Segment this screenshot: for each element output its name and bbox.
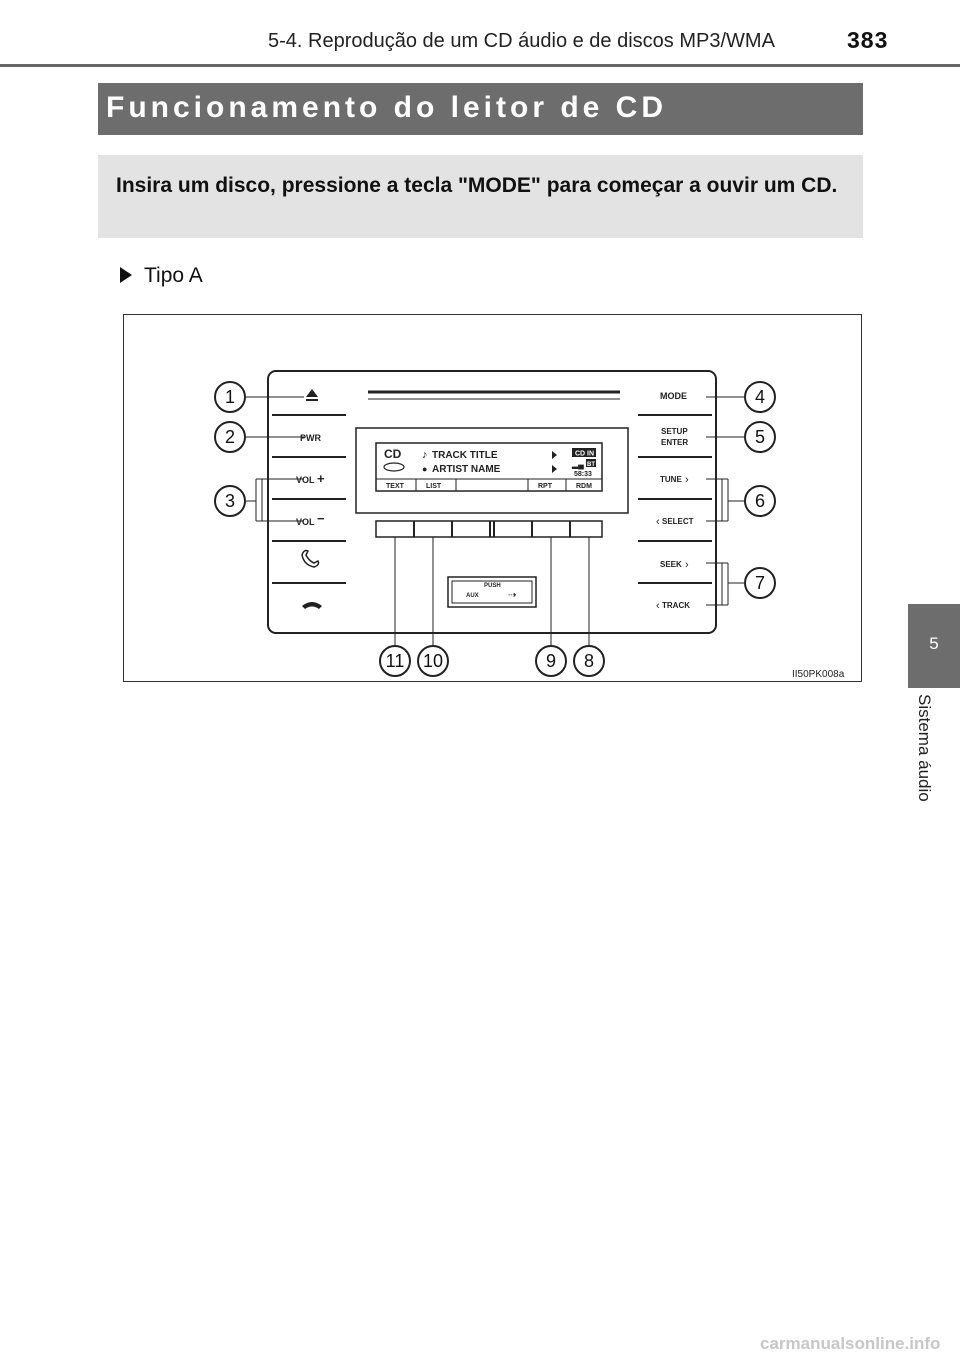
- footer-watermark: carmanualsonline.info: [760, 1334, 941, 1353]
- intro-box: Insira um disco, pressione a tecla "MODE…: [98, 155, 863, 238]
- setup-button-label: SETUP: [661, 427, 688, 436]
- callout-9: 9: [546, 651, 556, 671]
- page-number: 383: [847, 27, 889, 53]
- minus-icon: −: [317, 511, 325, 526]
- intro-text: Insira um disco, pressione a tecla "MODE…: [116, 174, 838, 197]
- section-heading-bar: Funcionamento do leitor de CD: [98, 83, 863, 135]
- phone-icon: [301, 549, 320, 568]
- callout-2: 2: [225, 427, 235, 447]
- chapter-tab: 5: [908, 604, 960, 688]
- seek-button-label: SEEK: [660, 560, 682, 569]
- audio-unit-illustration: PWR VOL + VOL − MODE SETUP ENTER TUNE › …: [214, 370, 845, 680]
- usb-aux-box: [447, 576, 537, 608]
- select-button-label: SELECT: [662, 517, 694, 526]
- subheading-text: Tipo A: [144, 264, 203, 287]
- mode-button-label: MODE: [660, 391, 687, 401]
- hang-up-icon: [302, 602, 322, 609]
- softkey-text: TEXT: [386, 483, 405, 490]
- enter-button-label: ENTER: [661, 438, 688, 447]
- tune-button-label: TUNE: [660, 475, 682, 484]
- arrow-right-icon: [552, 465, 557, 473]
- clock-display: 58:33: [574, 471, 592, 478]
- chevron-left-icon: ‹: [656, 516, 660, 528]
- track-button-label: TRACK: [662, 601, 690, 610]
- header-divider: [0, 64, 960, 67]
- figure-code: II50PK008a: [792, 669, 845, 680]
- running-header-title: 5-4. Reprodução de um CD áudio e de disc…: [268, 30, 775, 52]
- callout-7: 7: [755, 573, 765, 593]
- audio-unit-figure: PWR VOL + VOL − MODE SETUP ENTER TUNE › …: [123, 314, 862, 682]
- section-heading: Funcionamento do leitor de CD: [106, 91, 668, 124]
- chevron-right-icon: ›: [685, 474, 689, 486]
- callout-8: 8: [584, 651, 594, 671]
- music-note-icon: ♪: [422, 449, 428, 461]
- chapter-label: Sistema áudio: [915, 694, 934, 802]
- callout-10: 10: [423, 651, 443, 671]
- plus-icon: +: [317, 471, 325, 486]
- aux-label: AUX: [466, 593, 479, 599]
- display-artist-name: ARTIST NAME: [432, 464, 501, 475]
- cd-in-indicator: CD IN: [575, 451, 594, 458]
- vol-down-button-label: VOL: [296, 517, 315, 527]
- eject-icon: [306, 389, 318, 397]
- callout-5: 5: [755, 427, 765, 447]
- display-source: CD: [384, 447, 402, 461]
- person-icon: ●: [422, 464, 427, 474]
- display-track-title: TRACK TITLE: [432, 450, 498, 461]
- lcd-screen: [375, 442, 603, 492]
- chevron-right-icon: ›: [685, 559, 689, 571]
- arrow-right-icon: [552, 451, 557, 459]
- softkey-list: LIST: [426, 483, 442, 490]
- usb-icon: ⇢: [508, 590, 516, 601]
- signal-icon: ▂▄: [571, 460, 584, 470]
- display-frame: [355, 427, 629, 514]
- chevron-left-icon: ‹: [656, 600, 660, 612]
- softkey-rpt: RPT: [538, 483, 553, 490]
- callout-3: 3: [225, 491, 235, 511]
- softkey-rdm: RDM: [576, 483, 592, 490]
- push-label: PUSH: [484, 583, 501, 589]
- chapter-number: 5: [929, 634, 939, 653]
- callout-4: 4: [755, 387, 765, 407]
- callout-1: 1: [225, 387, 235, 407]
- vol-up-button-label: VOL: [296, 475, 315, 485]
- disc-icon: [383, 462, 405, 472]
- callout-11: 11: [386, 651, 405, 671]
- triangle-bullet-icon: [120, 267, 132, 283]
- callout-6: 6: [755, 491, 765, 511]
- subheading: Tipo A: [120, 264, 203, 288]
- pwr-button-label: PWR: [300, 433, 321, 443]
- unit-faceplate: [267, 370, 717, 634]
- bt-indicator: BT: [587, 462, 595, 468]
- chapter-label-box: Sistema áudio: [908, 688, 960, 848]
